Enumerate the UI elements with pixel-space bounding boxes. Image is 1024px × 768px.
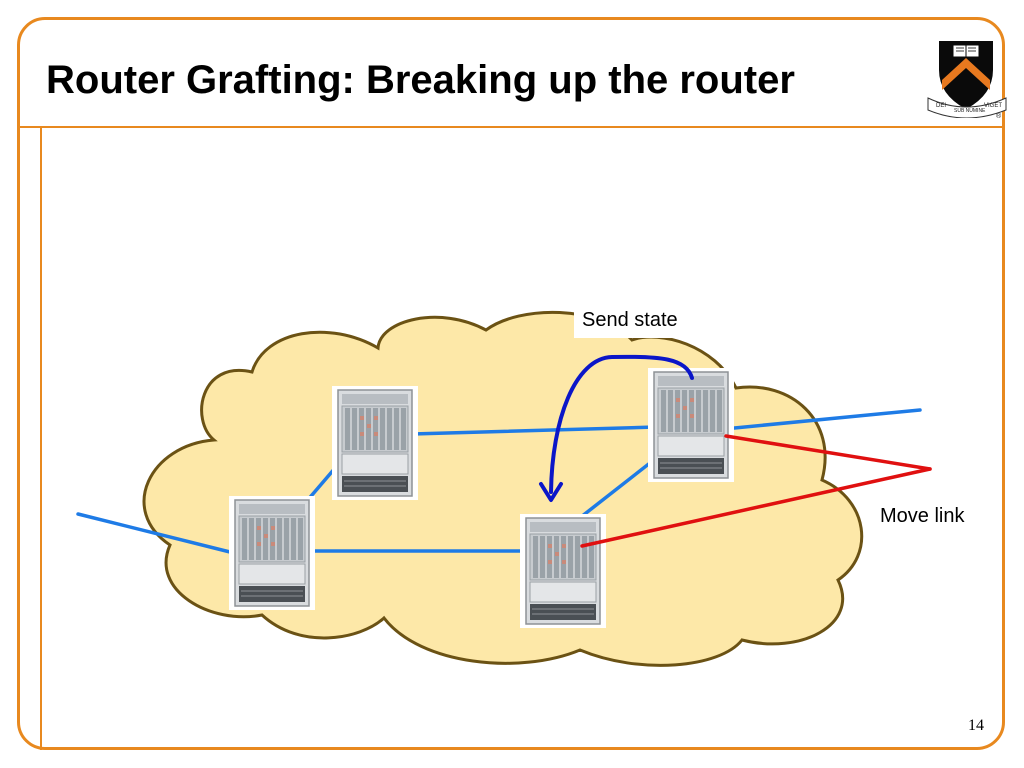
crest-banner-center: SUB NUMINE bbox=[954, 108, 986, 114]
slide-frame bbox=[17, 17, 1005, 750]
page-number: 14 bbox=[968, 717, 984, 734]
move-link-label: Move link bbox=[880, 505, 965, 527]
link-external-right bbox=[722, 408, 922, 431]
router-lower-right[interactable] bbox=[519, 513, 607, 629]
princeton-crest-logo: DEI SUB NUMINE VIGET ® bbox=[927, 41, 1007, 118]
network-cloud bbox=[142, 310, 864, 667]
title-divider bbox=[17, 126, 1005, 128]
moved-link-new bbox=[580, 467, 932, 548]
router-upper-left[interactable] bbox=[331, 385, 419, 501]
crest-banner-left: DEI bbox=[936, 103, 946, 109]
left-margin-rule bbox=[40, 127, 42, 750]
link-external-left bbox=[76, 512, 240, 556]
crest-banner: DEI SUB NUMINE VIGET bbox=[927, 97, 1007, 118]
send-state-label: Send state bbox=[574, 305, 684, 338]
crest-icon bbox=[939, 41, 993, 110]
registered-mark: ® bbox=[996, 112, 1002, 118]
slide-title: Router Grafting: Breaking up the router bbox=[46, 58, 795, 102]
moved-link-old bbox=[724, 434, 932, 471]
router-upper-right[interactable] bbox=[647, 367, 735, 483]
router-lower-left[interactable] bbox=[228, 495, 316, 611]
send-state-arrow bbox=[539, 354, 694, 502]
link-r1-r3 bbox=[410, 425, 658, 436]
crest-banner-right: VIGET bbox=[984, 103, 1002, 109]
moved-link bbox=[580, 434, 932, 548]
